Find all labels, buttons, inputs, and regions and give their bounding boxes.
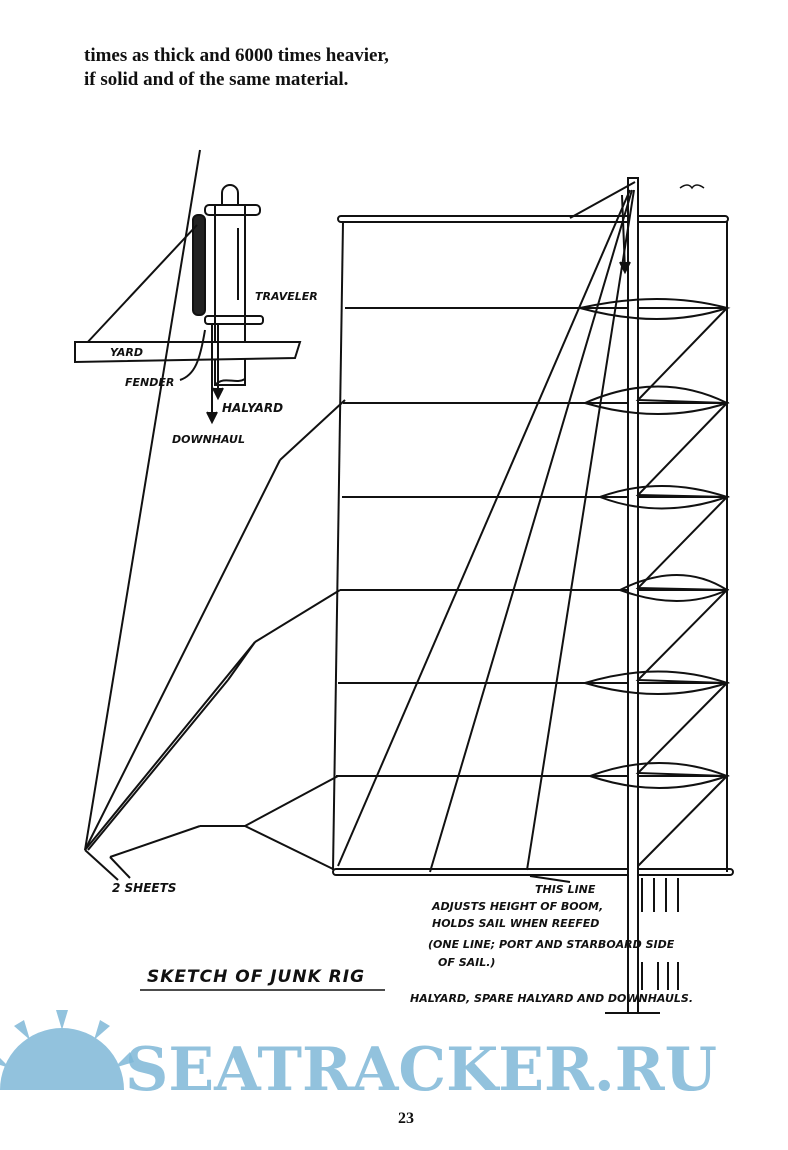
yard-detail-drawing [74,184,302,425]
text-line-2: if solid and of the same material. [84,69,349,90]
label-downhaul: DOWNHAUL [172,433,245,446]
label-this-line-3: HOLDS SAIL WHEN REEFED [432,917,599,930]
label-fender: FENDER [125,376,174,389]
page-number: 23 [398,1110,414,1127]
label-yard: YARD [110,346,143,359]
label-halyard: HALYARD [222,401,283,415]
sail-drawing [84,149,734,1014]
sketch-title: SKETCH OF JUNK RIG [147,967,365,987]
label-note-2: OF SAIL.) [438,956,495,969]
label-this-line-1: THIS LINE [535,883,596,896]
watermark: SEATRACKER.RU [125,1035,717,1105]
sun-logo-icon [0,1010,134,1090]
text-line-1: times as thick and 6000 times heavier, [84,45,389,66]
label-this-line-2: ADJUSTS HEIGHT OF BOOM, [431,900,603,913]
label-traveler: TRAVELER [255,290,318,303]
body-text: times as thick and 6000 times heavier, i… [84,44,389,92]
label-note-1: (ONE LINE; PORT AND STARBOARD SIDE [428,938,675,951]
label-sheets: 2 SHEETS [112,881,176,895]
label-halyards: HALYARD, SPARE HALYARD AND DOWNHAULS. [410,992,693,1005]
